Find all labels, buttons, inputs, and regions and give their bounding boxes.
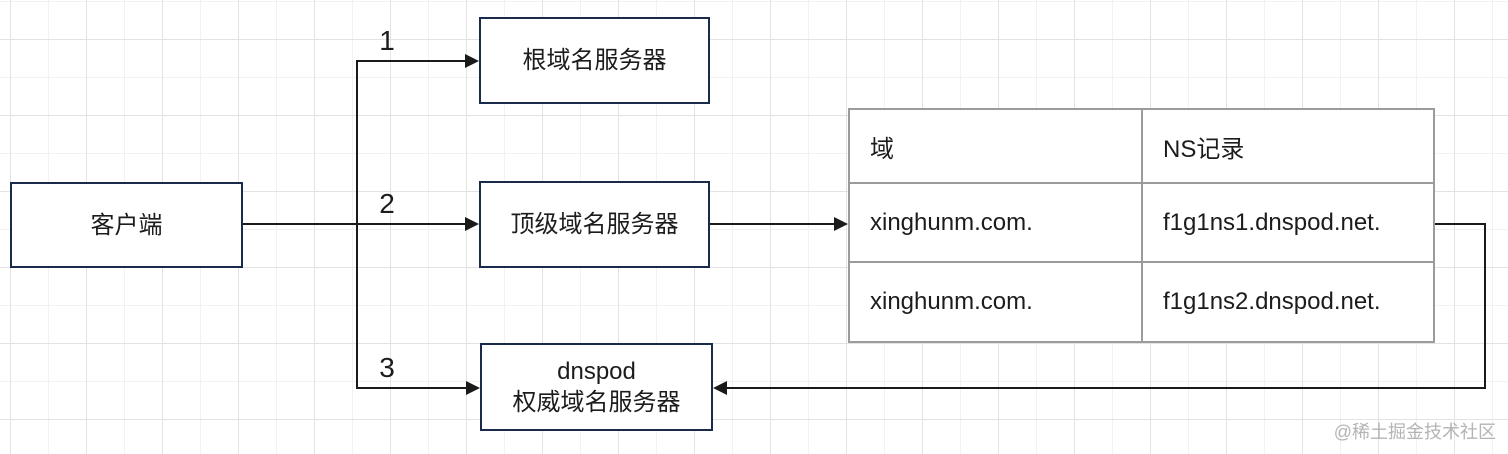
watermark: @稀土掘金技术社区 bbox=[1333, 422, 1496, 442]
node-tld-label: 顶级域名服务器 bbox=[510, 211, 679, 238]
edge-table-to-auth-line bbox=[727, 387, 1486, 389]
edge-client-to-tld-arrowhead-icon bbox=[465, 217, 479, 231]
edge-client-to-root-arrowhead-icon bbox=[465, 54, 479, 68]
edge-tld-to-table-arrowhead-icon bbox=[834, 217, 848, 231]
table-cell-row2-domain: xinghunm.com. bbox=[850, 263, 1143, 341]
edge-branch-vertical-line bbox=[356, 60, 358, 389]
node-root-label: 根域名服务器 bbox=[522, 47, 667, 74]
node-root-dns-server: 根域名服务器 bbox=[479, 17, 710, 104]
node-client: 客户端 bbox=[10, 182, 243, 268]
edge-client-to-auth-arrowhead-icon bbox=[466, 381, 480, 395]
node-auth-label-line1: dnspod bbox=[557, 358, 636, 385]
edge-client-to-tld-line bbox=[243, 223, 466, 225]
node-client-label: 客户端 bbox=[90, 211, 163, 239]
edge-table-return-vertical-line bbox=[1484, 223, 1486, 389]
edge-client-to-auth-line bbox=[356, 387, 466, 389]
edge-client-to-root-line bbox=[356, 60, 466, 62]
table-header-ns-record: NS记录 bbox=[1143, 110, 1433, 184]
node-authoritative-dns-server: dnspod 权威域名服务器 bbox=[480, 343, 713, 431]
step-label-2: 2 bbox=[379, 188, 395, 219]
edge-tld-to-table-line bbox=[710, 223, 834, 225]
step-label-3: 3 bbox=[379, 352, 395, 383]
table-header-domain: 域 bbox=[850, 110, 1143, 184]
edge-table-return-stub-line bbox=[1435, 223, 1486, 225]
table-cell-row1-domain: xinghunm.com. bbox=[850, 184, 1143, 263]
edge-table-to-auth-arrowhead-icon bbox=[713, 381, 727, 395]
table-cell-row2-ns: f1g1ns2.dnspod.net. bbox=[1143, 263, 1433, 341]
table-cell-row1-ns: f1g1ns1.dnspod.net. bbox=[1143, 184, 1433, 263]
node-tld-dns-server: 顶级域名服务器 bbox=[479, 181, 710, 268]
ns-record-table: 域 NS记录 xinghunm.com. f1g1ns1.dnspod.net.… bbox=[848, 108, 1435, 343]
node-auth-label-line2: 权威域名服务器 bbox=[512, 389, 681, 416]
step-label-1: 1 bbox=[379, 25, 395, 56]
